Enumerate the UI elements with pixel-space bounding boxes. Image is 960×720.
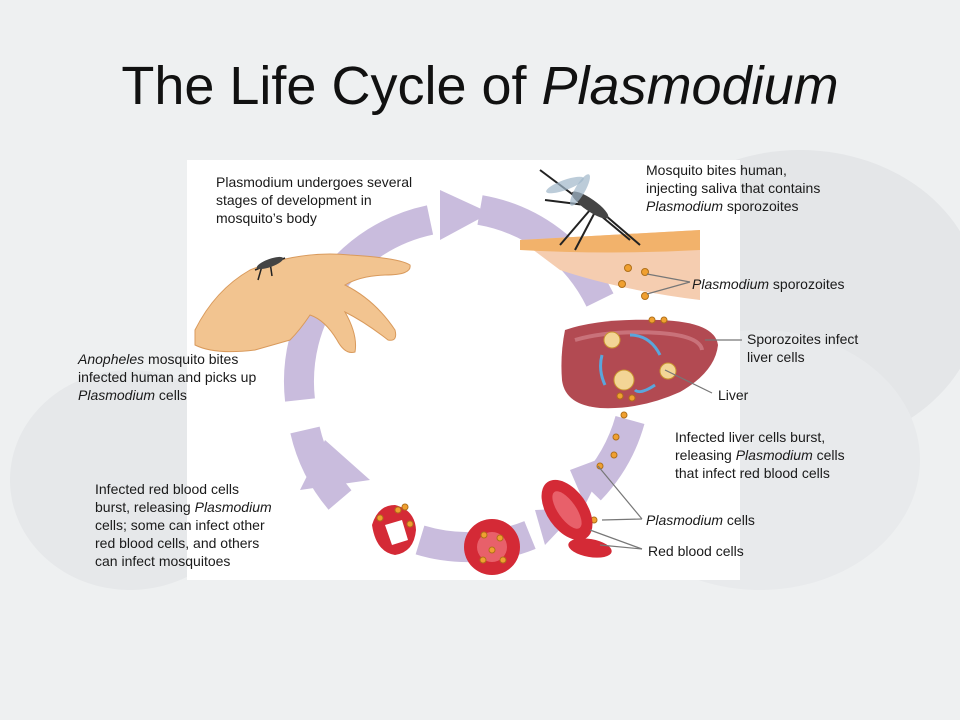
hand-illustration [194,253,411,353]
skin-mosquito-illustration [520,169,700,300]
label-plasmodium-sporozoites: Plasmodium sporozoites [692,276,845,292]
label-sporozoites-infect-liver: Sporozoites infect liver cells [747,331,859,365]
label-plasmodium-cells: Plasmodium cells [646,512,755,528]
sporozoites [618,264,649,300]
parasites-in-rbc [376,503,507,564]
label-anopheles-bites: Anopheles mosquito bites infected human … [78,351,257,403]
label-liver-cells-burst: Infected liver cells burst, releasing Pl… [675,429,845,481]
label-red-blood-cells: Red blood cells [648,543,744,559]
label-mosquito-bites-human: Mosquito bites human, injecting saliva t… [646,162,821,214]
connector-lines [589,273,742,550]
liver-illustration [561,316,718,409]
page-title: The Life Cycle of Plasmodium [121,56,839,116]
label-liver: Liver [718,387,749,403]
label-development-in-mosquito: Plasmodium undergoes several stages of d… [216,174,413,226]
label-rbc-burst: Infected red blood cells burst, releasin… [95,481,272,569]
